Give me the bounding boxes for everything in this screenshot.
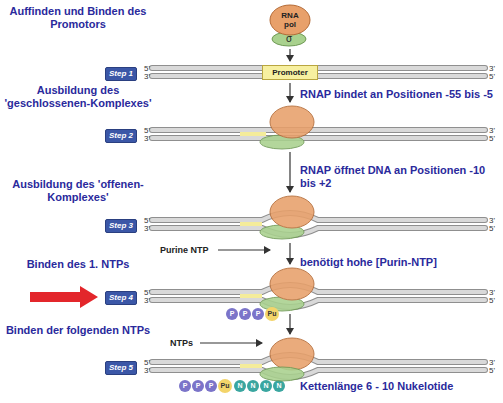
sigma-subunit xyxy=(260,367,304,381)
nucleotide-letter: P xyxy=(251,308,265,320)
stage-heading: Binden des 1. NTPs xyxy=(3,258,153,271)
ntp-label: Purine NTP xyxy=(160,245,209,255)
strand-end: 5' xyxy=(144,64,150,73)
polymerase-label: RNA pol xyxy=(278,11,302,29)
nucleotide-letter: P xyxy=(178,380,192,392)
strand-end: 5' xyxy=(144,288,150,297)
ntp-label: NTPs xyxy=(170,338,193,348)
strand-end: 3' xyxy=(489,64,495,73)
nucleotide-letter: Pu xyxy=(265,308,279,320)
step-badge: Step 4 xyxy=(105,291,137,305)
strand-end: 3' xyxy=(489,216,495,225)
strand-end: 3' xyxy=(144,296,150,305)
strand-end: 3' xyxy=(144,72,150,81)
strand-end: 5' xyxy=(489,72,495,81)
strand-end: 3' xyxy=(489,358,495,367)
strand-end: 5' xyxy=(489,224,495,233)
strand-end: 5' xyxy=(489,134,495,143)
step-badge: Step 5 xyxy=(105,361,137,375)
step-label: Step 3 xyxy=(109,221,133,231)
strand-end: 5' xyxy=(144,216,150,225)
step-badge: Step 3 xyxy=(105,219,137,233)
nucleotide-letter: P xyxy=(238,308,252,320)
step-badge: Step 2 xyxy=(105,129,137,143)
stage-note: RNAP öffnet DNA an Positionen -10 bis +2 xyxy=(300,164,498,190)
step-label: Step 5 xyxy=(109,363,133,373)
stage-note: Kettenlänge 6 - 10 Nukelotide xyxy=(300,380,498,393)
strand-end: 5' xyxy=(489,296,495,305)
nucleotide-letter: N xyxy=(233,380,247,392)
strand-end: 3' xyxy=(489,288,495,297)
stage-note: RNAP bindet an Positionen -55 bis -5 xyxy=(300,88,498,101)
strand-end: 3' xyxy=(144,366,150,375)
step-label: Step 2 xyxy=(109,131,133,141)
nucleotide-letter: P xyxy=(204,380,218,392)
stage-heading: Auffinden und Binden des Promotors xyxy=(3,5,153,31)
step-label: Step 1 xyxy=(109,69,133,79)
step-badge: Step 1 xyxy=(105,67,137,81)
stage-note: benötigt hohe [Purin-NTP] xyxy=(300,256,498,269)
nucleotide-letter: N xyxy=(246,380,260,392)
stage-heading: Binden der folgenden NTPs xyxy=(3,324,153,337)
promoter-label: Promoter xyxy=(267,68,313,77)
strand-end: 3' xyxy=(144,134,150,143)
sigma-label: σ xyxy=(280,33,298,44)
highlight-arrow xyxy=(30,286,98,308)
nucleotide-letter: N xyxy=(259,380,273,392)
strand-end: 3' xyxy=(489,126,495,135)
nucleotide-letter: N xyxy=(272,380,286,392)
dna-strands xyxy=(152,68,485,377)
stage-heading: Ausbildung des 'geschlossenen-Komplexes' xyxy=(3,84,153,110)
nucleotide-letter: P xyxy=(191,380,205,392)
nucleotide-letter: P xyxy=(225,308,239,320)
strand-end: 3' xyxy=(144,224,150,233)
stage-heading: Ausbildung des 'offenen-Komplexes' xyxy=(3,178,153,204)
rna-polymerase: RNA pol σ xyxy=(268,4,312,48)
rna-polymerase xyxy=(260,106,314,370)
step-label: Step 4 xyxy=(109,293,133,303)
flow-arrows xyxy=(200,49,290,343)
nucleotide-letter: Pu xyxy=(218,380,232,392)
promoter-box: Promoter xyxy=(262,65,318,80)
strand-end: 5' xyxy=(144,126,150,135)
strand-end: 5' xyxy=(144,358,150,367)
strand-end: 5' xyxy=(489,366,495,375)
